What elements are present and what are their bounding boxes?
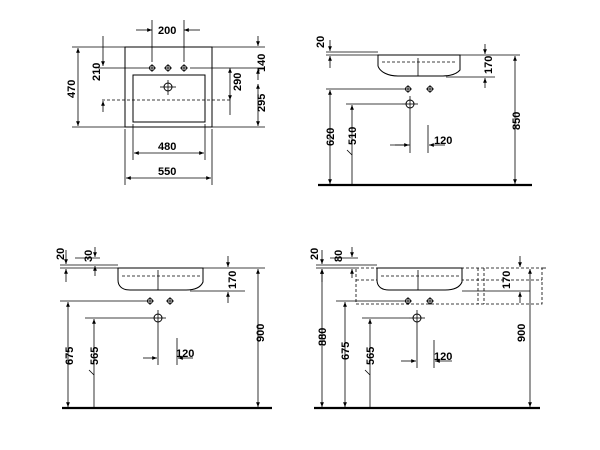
dim-overall-width: 550	[158, 166, 176, 178]
dim-waste-offset: 120	[434, 351, 452, 363]
dim-bowl-width: 480	[158, 141, 176, 153]
tap-holes	[404, 297, 434, 305]
basin-outline	[124, 46, 213, 128]
tap-holes	[148, 64, 188, 72]
dim-trap-height: 620	[325, 128, 337, 146]
tap-holes	[404, 85, 434, 93]
top-view: 200 470 210 480 550 140 290	[66, 20, 268, 185]
dim-front-to-tap: 295	[256, 94, 268, 112]
dim-overall-depth: 470	[66, 80, 78, 98]
dim-tap-to-back: 140	[256, 54, 268, 72]
dim-rim-offset: 30	[83, 250, 95, 262]
dim-top-height: 900	[255, 324, 267, 342]
dim-basin-depth: 170	[227, 271, 239, 289]
dim-basin-depth: 170	[501, 271, 513, 289]
dim-top-height: 900	[516, 324, 528, 342]
view-furniture: 20 80 170 120 880 675 565	[309, 247, 546, 410]
dim-rim-height: 20	[309, 248, 321, 260]
dim-rim-height: 20	[55, 248, 67, 260]
view-wall-mounted: 20 170 120 620 510 850	[315, 36, 532, 187]
dim-cabinet-height: 880	[317, 328, 329, 346]
dim-waste-offset: 120	[434, 135, 452, 147]
dim-depth-to-tap: 210	[91, 63, 103, 81]
view-pedestal: 20 30 170 120 675 565 900	[55, 247, 272, 410]
dim-top-height: 850	[511, 112, 523, 130]
dim-trap-height: 675	[64, 347, 76, 365]
dim-basin-depth: 170	[483, 56, 495, 74]
tap-holes	[146, 297, 174, 305]
dim-waste-height: 565	[89, 347, 101, 365]
dim-rim-height: 20	[315, 36, 327, 48]
dim-waste-offset: 120	[176, 348, 194, 360]
dim-waste-height: 565	[365, 347, 377, 365]
dim-tap-spacing: 200	[158, 25, 176, 37]
dim-front-depth: 290	[232, 73, 244, 91]
dim-rim-offset: 80	[333, 250, 345, 262]
dim-trap-height: 675	[340, 342, 352, 360]
dim-waste-height: 510	[347, 127, 359, 145]
bowl-outline	[132, 74, 206, 123]
